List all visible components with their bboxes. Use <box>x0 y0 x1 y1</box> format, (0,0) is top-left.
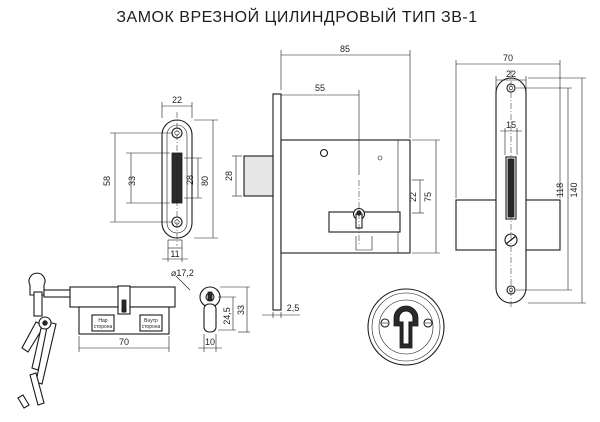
dim-strike-width: 22 <box>172 95 182 105</box>
dim-strike-hole-spacing: 58 <box>102 176 112 186</box>
faceplate-view: 70 22 15 118 140 <box>455 53 586 308</box>
cylinder-view: Нар сторона Внутр сторона 70 ⌀17,2 <box>17 268 194 409</box>
dim-cylinder-length: 70 <box>119 337 129 347</box>
dim-faceplate-length: 140 <box>569 182 579 197</box>
dim-body-height: 75 <box>423 192 433 202</box>
keys-icon <box>17 272 77 409</box>
dim-strike-height: 80 <box>200 176 210 186</box>
cylinder-label-right-top: Внутр <box>144 318 158 324</box>
dim-bolt-strike: 28 <box>185 175 195 185</box>
escutcheon-view <box>367 288 445 366</box>
drawing-title: ЗАМОК ВРЕЗНОЙ ЦИЛИНДРОВЫЙ ТИП ЗВ-1 <box>116 7 477 26</box>
dim-faceplate-hole-spacing: 118 <box>555 183 565 197</box>
dim-lock-depth: 85 <box>340 44 350 54</box>
dim-cylinder-diameter: ⌀17,2 <box>171 268 194 278</box>
dim-cyl-profile-width: 10 <box>205 337 215 347</box>
dim-keyhole-offset: 22 <box>408 192 418 202</box>
dim-strike-thickness: 11 <box>170 249 179 259</box>
lock-front-plate <box>272 93 282 311</box>
dim-strike-window: 33 <box>127 176 137 186</box>
strike-plate-view: 22 58 33 28 80 11 <box>102 95 218 262</box>
dim-faceplate-window: 15 <box>506 120 516 130</box>
dim-plate-thickness: 2,5 <box>287 303 300 313</box>
dim-faceplate-width: 22 <box>506 69 516 79</box>
lock-body-view: 85 55 28 22 75 2,5 <box>224 44 440 318</box>
dim-face-width: 70 <box>503 53 513 63</box>
cylinder-label-left-top: Нар <box>98 318 107 324</box>
dim-bolt-height: 28 <box>224 171 234 181</box>
dim-cyl-profile-total: 33 <box>236 305 246 315</box>
cylinder-label-left-bottom: сторона <box>94 324 113 330</box>
lock-body <box>280 139 411 254</box>
cylinder-profile-view: 24,5 33 10 <box>198 286 250 352</box>
cylinder-label-right-bottom: сторона <box>142 324 161 330</box>
dim-backset: 55 <box>315 83 325 93</box>
body-screw-icon <box>319 148 329 158</box>
lock-bolt <box>243 155 274 197</box>
dim-cyl-profile-height: 24,5 <box>222 307 232 325</box>
